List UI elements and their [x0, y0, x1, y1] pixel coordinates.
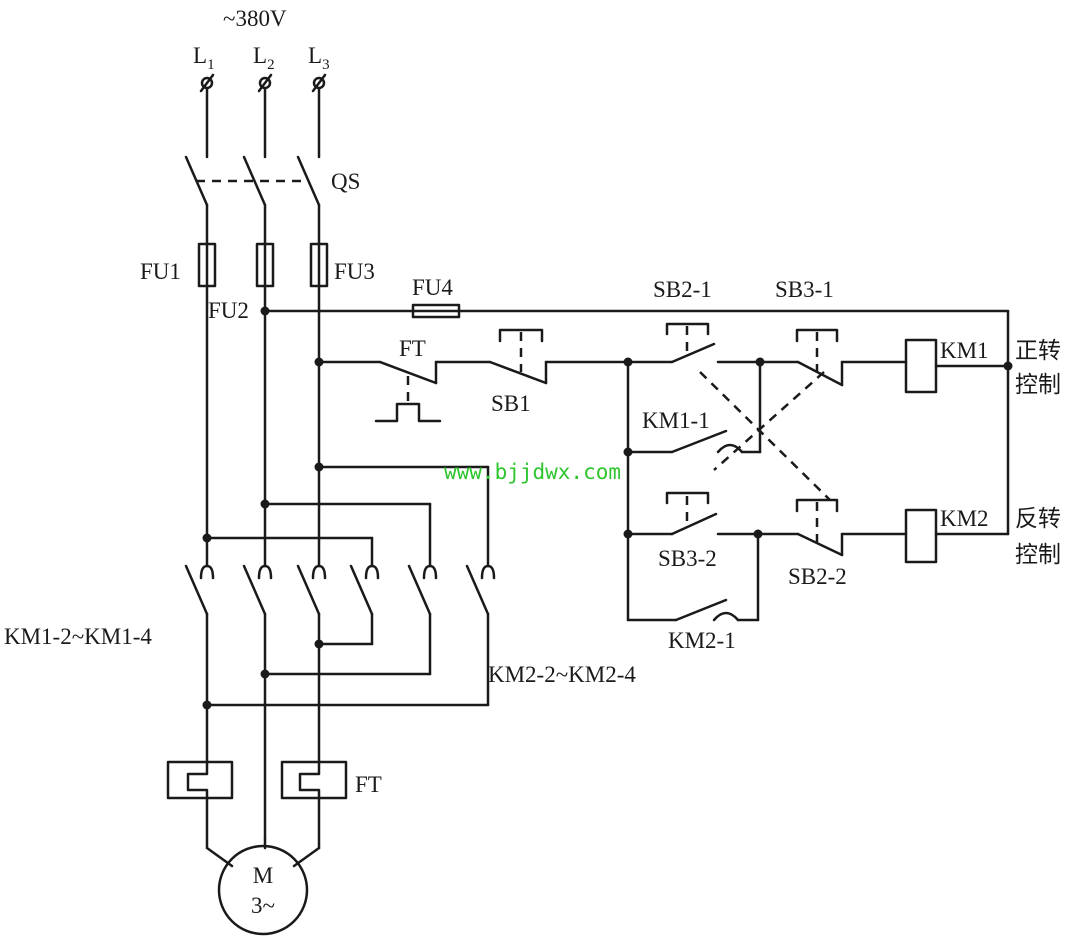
km1-main-contacts: KM1-2~KM1-4	[4, 536, 327, 649]
ft-overload-contact: FT	[374, 336, 442, 423]
supply-terminals: ~380V L1 L2 L3	[193, 6, 330, 93]
km1-main-label: KM1-2~KM1-4	[4, 624, 152, 649]
forward-label-line2: 控制	[1015, 372, 1061, 398]
ft-relay-label: FT	[355, 772, 382, 797]
km2-coil-label: KM2	[940, 506, 989, 531]
forward-label-line1: 正转	[1015, 338, 1061, 364]
sb1-stop-button: SB1	[488, 328, 548, 416]
sb1-label: SB1	[491, 391, 531, 416]
sb3-2-button: SB3-2	[626, 491, 760, 571]
watermark-text: www.bjjdwx.com	[444, 460, 621, 484]
km2-1-contact: KM2-1	[626, 532, 760, 653]
motor: M 3~	[205, 796, 321, 936]
fu4-label: FU4	[412, 275, 453, 300]
reverse-label-line2: 控制	[1015, 542, 1061, 568]
km1-coil: KM1 正转 控制	[904, 338, 1061, 398]
reversing-crosswires	[202, 462, 490, 568]
sb2-2-label: SB2-2	[788, 564, 847, 589]
fu2-label: FU2	[208, 298, 249, 323]
isolator-qs: QS	[184, 87, 360, 207]
reverse-label-line1: 反转	[1015, 506, 1061, 532]
km2-coil: KM2 反转 控制	[904, 506, 1061, 568]
sb2-1-label: SB2-1	[653, 277, 712, 302]
ft-contact-label: FT	[399, 336, 426, 361]
motor-label: M	[253, 863, 273, 888]
sb3-2-label: SB3-2	[658, 546, 717, 571]
phase-l3-label: L3	[308, 43, 330, 73]
interlock-link-2	[713, 371, 825, 471]
sb2-2-button: SB2-2	[756, 498, 908, 589]
km1-coil-label: KM1	[940, 338, 989, 363]
km2-main-label: KM2-2~KM2-4	[488, 662, 636, 687]
km1-1-contact: KM1-1	[626, 360, 762, 454]
fu3-label: FU3	[334, 259, 375, 284]
sb3-1-label: SB3-1	[775, 277, 834, 302]
km1-1-label: KM1-1	[642, 408, 710, 433]
interlock-link-1	[699, 371, 831, 501]
sb2-1-button: SB2-1	[626, 277, 762, 364]
phase-l2-label: L2	[253, 43, 275, 73]
fuses-main: FU1 FU2 FU3	[140, 203, 375, 323]
qs-label: QS	[331, 169, 360, 194]
ft-thermal-relay: FT	[166, 760, 382, 800]
main-buses	[205, 284, 321, 540]
supply-voltage-label: ~380V	[223, 6, 287, 31]
control-circuit: FU4 FT SB1	[260, 275, 1061, 653]
motor-phase-label: 3~	[251, 893, 275, 918]
motor-feed	[202, 612, 490, 840]
km2-main-contacts: KM2-2~KM2-4	[349, 564, 636, 687]
motor-circle	[217, 844, 309, 936]
km2-1-label: KM2-1	[668, 628, 736, 653]
sb3-1-button: SB3-1	[758, 277, 908, 387]
fu1-label: FU1	[140, 259, 181, 284]
phase-l1-label: L1	[193, 43, 215, 73]
